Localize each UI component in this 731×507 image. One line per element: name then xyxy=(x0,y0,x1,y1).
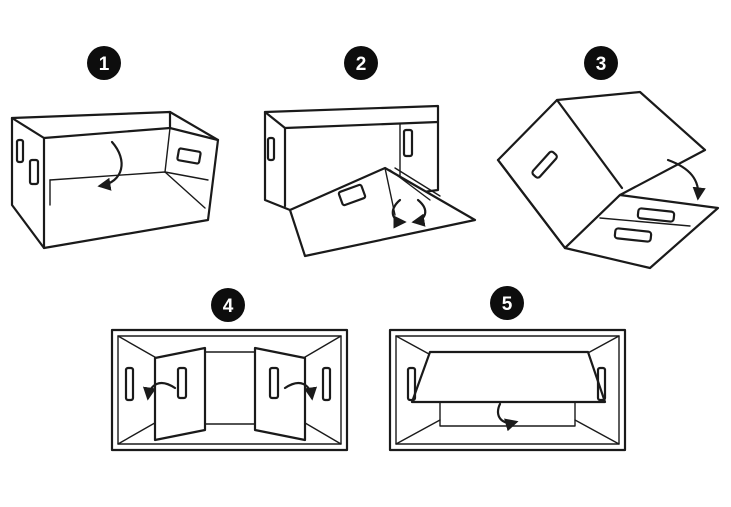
step-3-badge: 3 xyxy=(584,46,618,80)
step-2-illustration: 2 xyxy=(263,46,477,258)
step-3-number: 3 xyxy=(596,54,607,75)
step-1-number: 1 xyxy=(99,54,110,75)
step-4-badge: 4 xyxy=(211,288,245,322)
step-1-badge: 1 xyxy=(87,46,121,80)
step-4-illustration: 4 xyxy=(110,288,349,452)
step-2-badge: 2 xyxy=(344,46,378,80)
step-4-number: 4 xyxy=(223,296,234,317)
step-1-illustration: 1 xyxy=(10,46,220,250)
step-5-illustration: 5 xyxy=(388,286,627,452)
step-2-number: 2 xyxy=(356,54,367,75)
step-5-number: 5 xyxy=(502,294,513,315)
step-3-illustration: 3 xyxy=(496,46,720,270)
step-5-badge: 5 xyxy=(490,286,524,320)
